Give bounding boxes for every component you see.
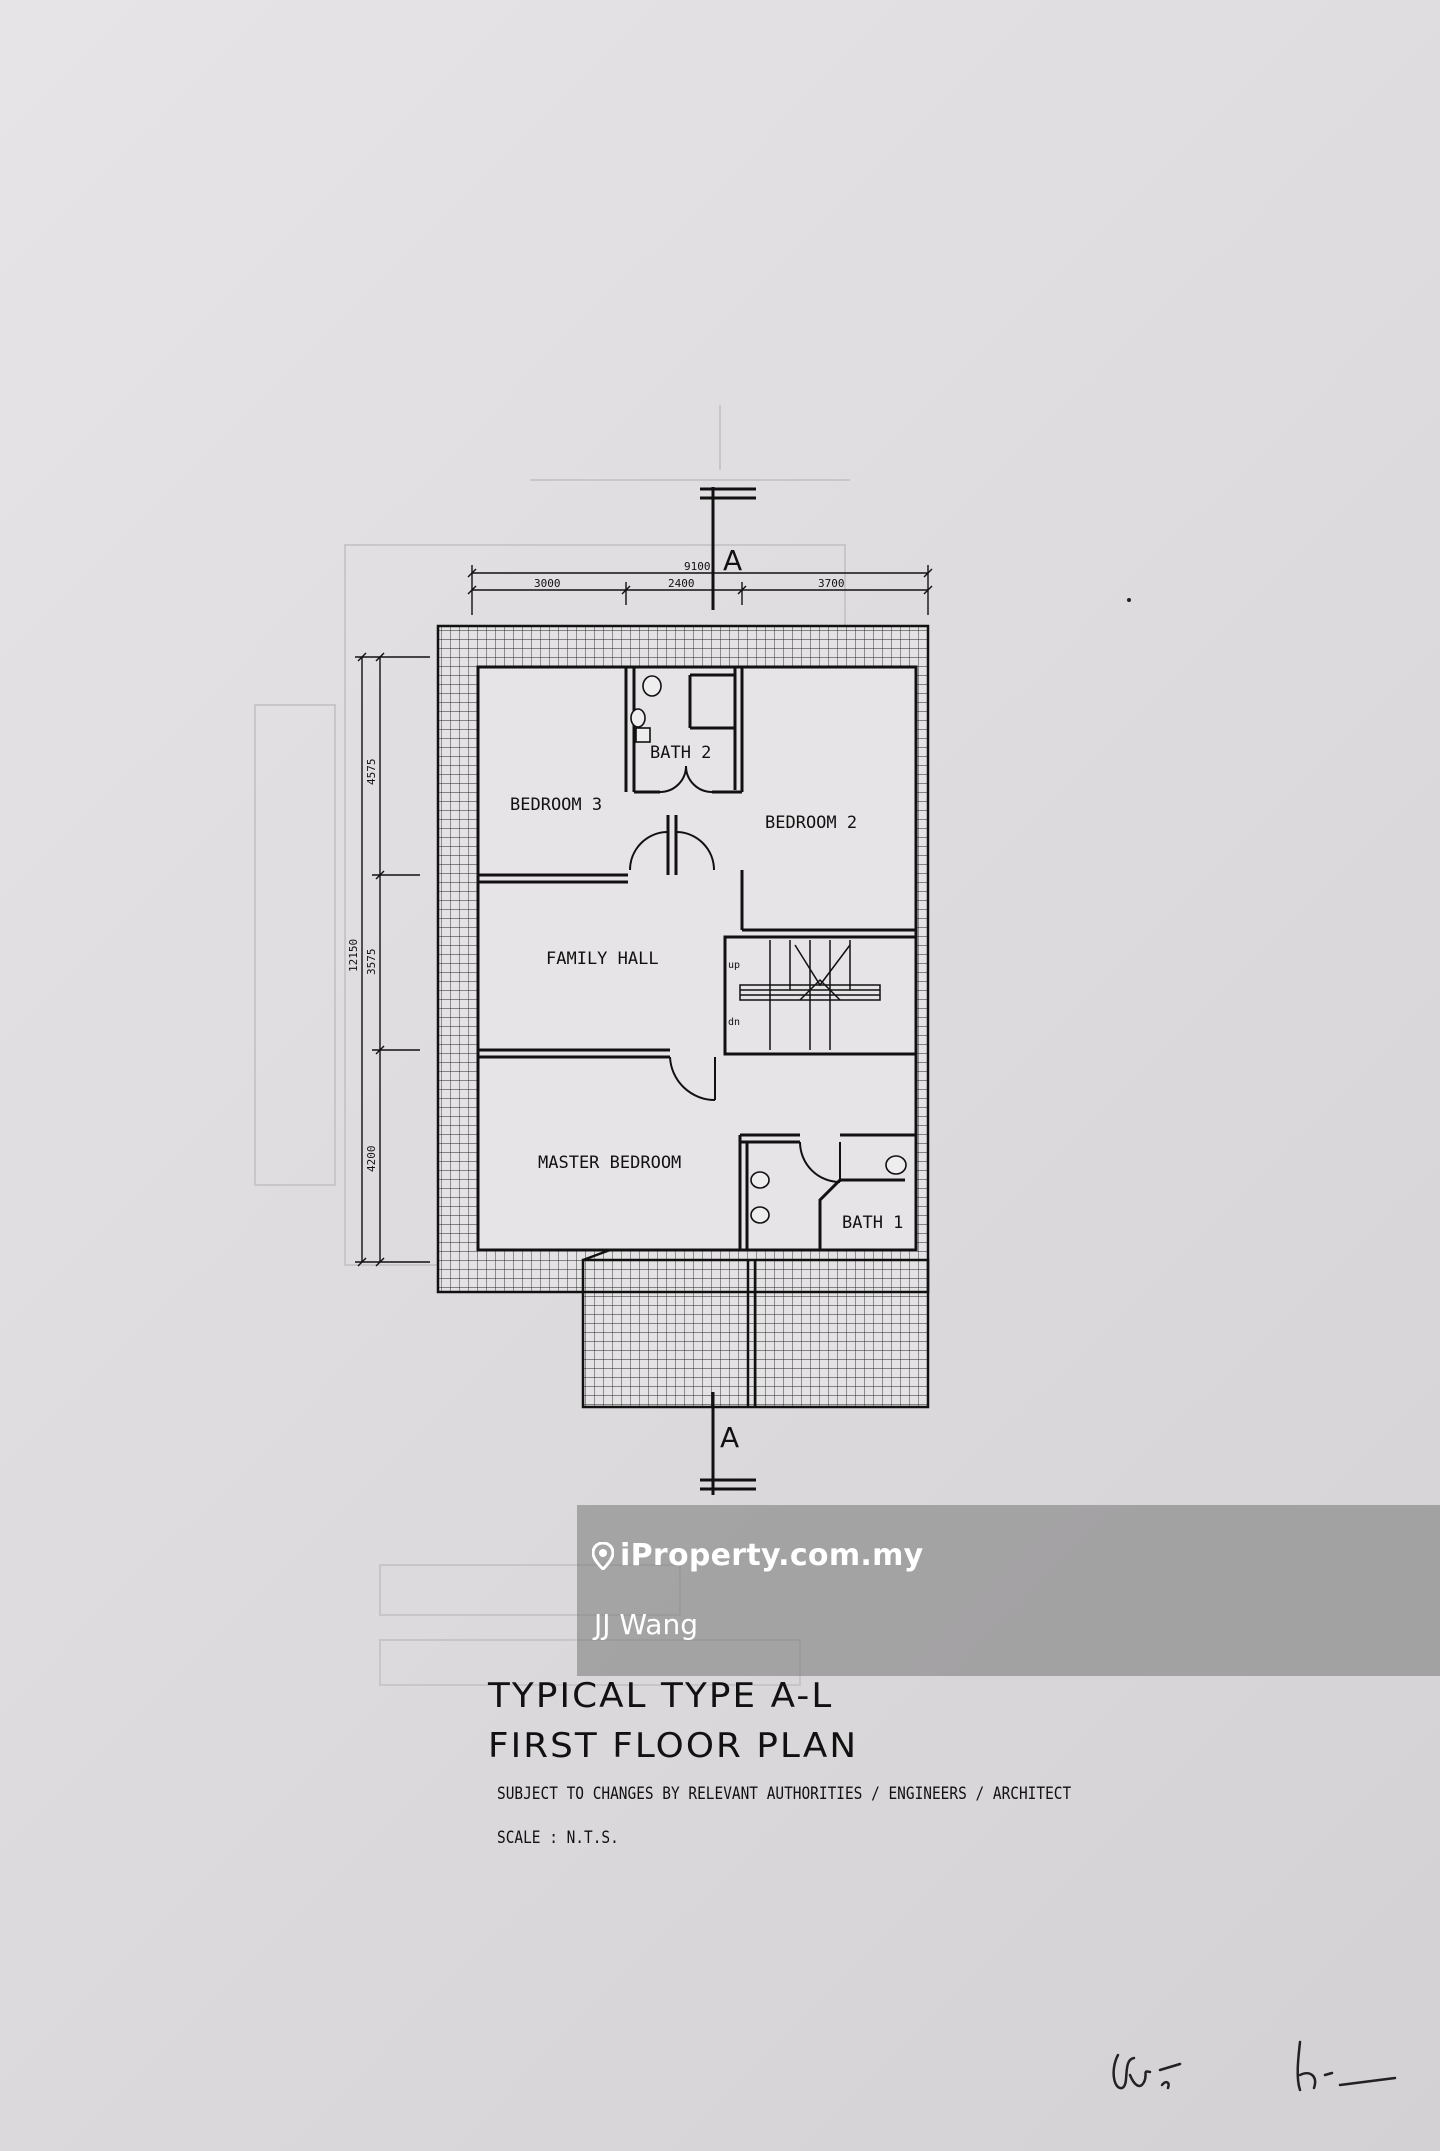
handwritten-initials xyxy=(1112,2040,1397,2092)
room-label-master-bedroom: MASTER BEDROOM xyxy=(538,1153,681,1173)
room-label-bedroom3: BEDROOM 3 xyxy=(510,795,602,815)
room-label-bedroom2: BEDROOM 2 xyxy=(765,813,857,833)
location-pin-icon xyxy=(592,1541,614,1570)
plan-title-line1: TYPICAL TYPE A-L xyxy=(488,1676,834,1716)
door-swings xyxy=(629,765,841,1183)
paper-speck xyxy=(1127,598,1131,602)
scale-note: SCALE : N.T.S. xyxy=(497,1828,619,1848)
watermark-site-text: iProperty.com.my xyxy=(620,1538,924,1573)
section-marker-top xyxy=(700,487,756,610)
section-marker-bottom xyxy=(700,1392,756,1495)
horizontal-dimension-lines xyxy=(467,565,933,615)
section-label-top: A xyxy=(723,544,742,577)
dim-width-3: 3700 xyxy=(818,577,845,590)
watermark-banner xyxy=(577,1505,1440,1676)
dim-width-2: 2400 xyxy=(668,577,695,590)
outer-walls xyxy=(436,624,930,1409)
dim-depth-2: 3575 xyxy=(365,949,378,976)
floor-area xyxy=(476,665,918,1252)
disclaimer-note: SUBJECT TO CHANGES BY RELEVANT AUTHORITI… xyxy=(497,1784,1072,1804)
vertical-dimension-lines xyxy=(355,652,430,1267)
room-label-bath2: BATH 2 xyxy=(650,743,711,763)
dim-depth-3: 4200 xyxy=(365,1146,378,1173)
room-label-family-hall: FAMILY HALL xyxy=(546,949,659,969)
watermark-logo: iProperty.com.my xyxy=(592,1538,924,1573)
stair-down-label: dn xyxy=(728,1017,740,1028)
room-label-bath1: BATH 1 xyxy=(842,1213,903,1233)
plan-title-line2: FIRST FLOOR PLAN xyxy=(488,1726,859,1766)
dim-width-1: 3000 xyxy=(534,577,561,590)
watermark-agent-name: JJ Wang xyxy=(594,1608,698,1641)
section-label-bottom: A xyxy=(720,1421,739,1454)
sanitary-fixtures xyxy=(630,675,907,1224)
dim-overall-width: 9100 xyxy=(684,560,711,573)
interior-walls xyxy=(478,667,918,1250)
staircase xyxy=(739,940,881,1050)
dim-depth-1: 4575 xyxy=(365,759,378,786)
window-marks xyxy=(476,665,918,1230)
stair-up-label: up xyxy=(728,960,740,971)
dim-overall-depth: 12150 xyxy=(347,939,360,972)
